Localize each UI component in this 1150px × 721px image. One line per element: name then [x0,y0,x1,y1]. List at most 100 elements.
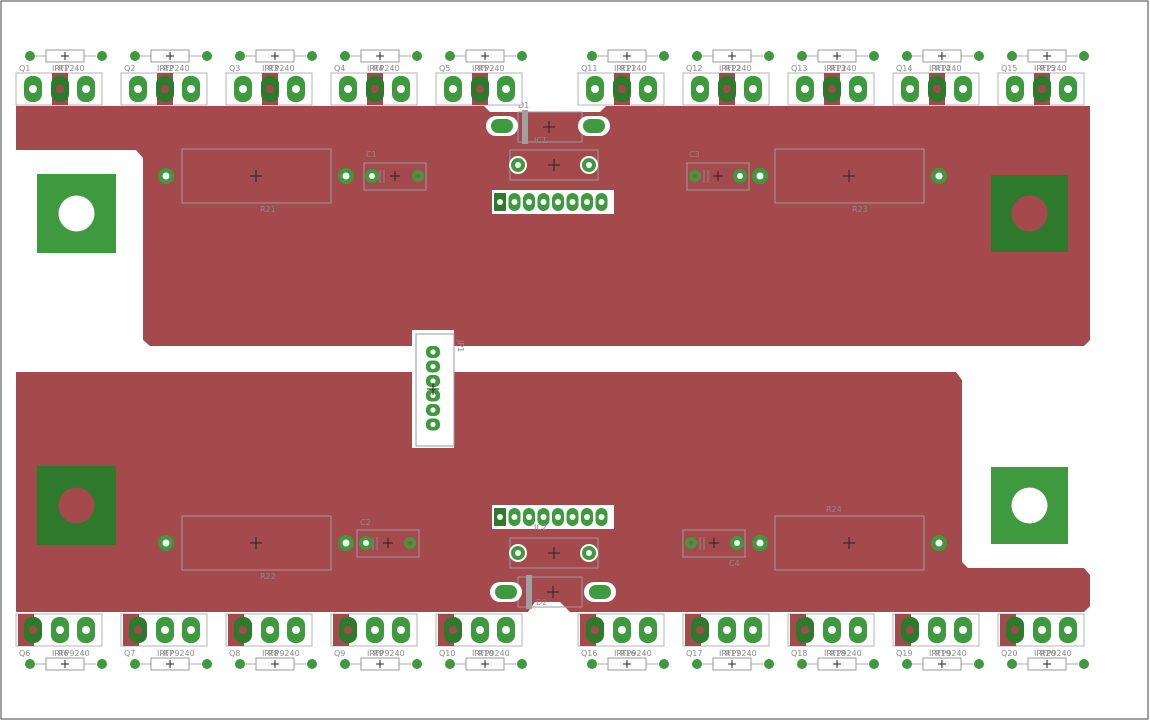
ic2-label: IC2 [534,523,547,532]
ic1-label: IC1 [534,136,547,145]
transistor-value-label: IRFP9240 [472,649,510,658]
transistor-value-label: IRFP9240 [719,649,757,658]
transistor-ref-label: Q10 [439,649,455,658]
gate-resistor-label: R3 [268,64,279,73]
capacitor-c4: C4 [682,529,746,568]
capacitor-c1: C1 [363,150,427,191]
gate-resistor-label: R20 [1040,649,1056,658]
resistor-r22: R22 [158,515,354,581]
transistor-value-label: IRFP240 [52,64,85,73]
resistor-r24: R24 [752,505,947,571]
transistor-value-label: IRFP240 [614,64,647,73]
gate-resistor-label: R9 [373,649,384,658]
diode-d1: D1 [486,101,610,144]
transistor-ref-label: Q15 [1001,64,1017,73]
transistor-ref-label: Q4 [334,64,345,73]
transistor-value-label: IRFP240 [157,64,190,73]
mount-hole-top-left [37,174,116,253]
transistor-ref-label: Q12 [686,64,702,73]
d2-label: D2 [536,598,547,607]
ic1-package: IC1 [509,136,599,181]
gate-resistor-label: R10 [478,649,494,658]
transistor-ref-label: Q20 [1001,649,1017,658]
transistor-ref-label: Q19 [896,649,912,658]
transistor-ref-label: Q16 [581,649,597,658]
transistor-ref-label: Q17 [686,649,702,658]
gate-resistor-label: R15 [1040,64,1056,73]
transistor-ref-label: Q3 [229,64,240,73]
r24-label: R24 [826,505,842,514]
gate-resistor-label: R6 [58,649,69,658]
gate-resistor-label: R17 [725,649,741,658]
gate-resistor-label: R5 [478,64,489,73]
gate-resistor-label: R4 [373,64,384,73]
gate-resistor-label: R14 [935,64,951,73]
gate-resistor-label: R11 [620,64,636,73]
transistor-value-label: IRFP9240 [367,649,405,658]
transistor-value-label: IRFP9240 [52,649,90,658]
top-copper-pour [16,106,1090,346]
transistor-ref-label: Q9 [334,649,345,658]
diode-d2: D2 [490,575,616,609]
transistor-value-label: IRFP240 [367,64,400,73]
pin-header-bottom [492,505,614,529]
transistor-value-label: IRFP240 [929,64,962,73]
r22-label: R22 [260,572,276,581]
transistor-ref-label: Q13 [791,64,807,73]
transistor-ref-label: Q18 [791,649,807,658]
c3-label: C3 [689,150,700,159]
gate-resistor-label: R1 [58,64,69,73]
transistor-ref-label: Q5 [439,64,450,73]
r21-label: R21 [260,205,276,214]
capacitor-c2: C2 [356,518,420,558]
gate-resistor-label: R13 [830,64,846,73]
gate-resistor-label: R8 [268,649,279,658]
gate-resistor-label: R16 [620,649,636,658]
transistor-value-label: IRFP9240 [929,649,967,658]
con-label: JP1 [456,339,465,352]
mount-hole-top-right [991,175,1068,252]
mount-hole-bottom-right [991,467,1068,544]
transistor-value-label: IRFP9240 [824,649,862,658]
ic2-package: IC2 [509,523,599,569]
transistor-value-label: IRFP9240 [614,649,652,658]
bottom-copper-pour [16,372,1090,612]
transistor-ref-label: Q6 [19,649,30,658]
resistor-r21: R21 [158,148,354,214]
transistor-ref-label: Q2 [124,64,135,73]
transistor-value-label: IRFP240 [472,64,505,73]
transistor-value-label: IRFP9240 [262,649,300,658]
gate-resistor-label: R2 [163,64,174,73]
connector-vertical: JP1 [412,330,465,448]
transistor-ref-label: Q8 [229,649,240,658]
transistor-ref-label: Q11 [581,64,597,73]
resistor-r23: R23 [752,148,947,214]
gate-resistor-label: R19 [935,649,951,658]
gate-resistor-label: R18 [830,649,846,658]
pin-header-top [492,190,614,214]
mount-hole-bottom-left [37,466,116,545]
transistor-value-label: IRFP9240 [1034,649,1072,658]
